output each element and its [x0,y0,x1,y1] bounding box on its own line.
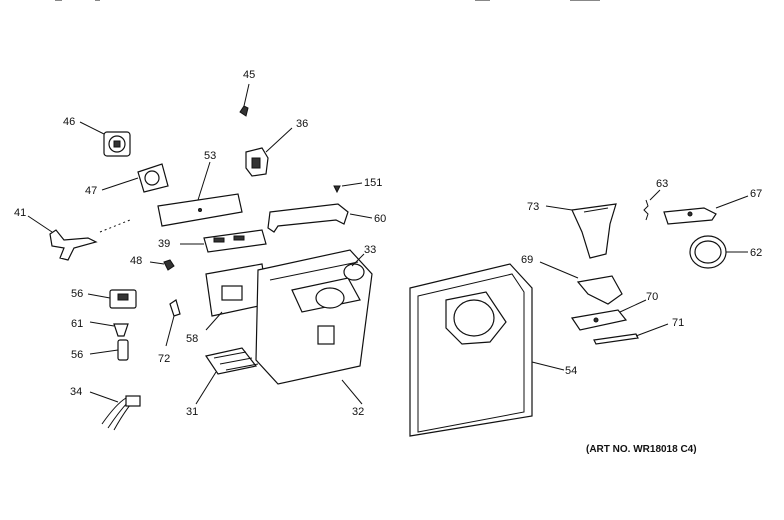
part-34-wire-harness: 34 [70,386,141,431]
part-56b-connector: 56 [71,339,129,361]
label-32: 32 [352,406,364,418]
part-60-handle: 60 [267,203,386,233]
label-45: 45 [243,69,255,81]
part-45-clip: 45 [239,69,255,117]
part-31-drip-tray: 31 [186,347,259,418]
part-69-flap: 69 [521,254,623,305]
part-32-dispenser-housing: 32 [255,249,373,418]
label-67: 67 [750,188,762,200]
label-70: 70 [646,291,658,303]
label-151: 151 [364,177,382,189]
label-46: 46 [63,116,75,128]
label-61: 61 [71,318,83,330]
label-41: 41 [14,207,26,219]
part-33-auger-motor: 33 [351,244,376,267]
part-47-bracket: 47 [85,163,169,197]
label-48: 48 [130,255,142,267]
label-62: 62 [750,247,762,259]
label-63: 63 [656,178,668,190]
part-54-door-panel: 54 [409,263,577,437]
label-53: 53 [204,150,216,162]
label-72: 72 [158,353,170,365]
part-71-rod: 71 [593,317,684,345]
label-47: 47 [85,185,97,197]
label-39: 39 [158,238,170,250]
part-70-actuator-arm: 70 [570,291,658,331]
part-41-actuator: 41 [14,207,131,261]
part-39-control-board: 39 [158,229,267,253]
part-48-nut: 48 [130,255,175,271]
label-58: 58 [186,333,198,345]
part-73-chute: 73 [527,201,617,259]
label-31: 31 [186,406,198,418]
label-34: 34 [70,386,82,398]
label-56a: 56 [71,288,83,300]
label-56b: 56 [71,349,83,361]
label-54: 54 [565,365,577,377]
part-67-bracket: 67 [663,188,762,225]
part-46-knob: 46 [63,116,131,157]
part-36-switch: 36 [245,118,308,177]
label-36: 36 [296,118,308,130]
art-number: (ART NO. WR18018 C4) [586,444,697,455]
part-53-plate: 53 [157,150,243,227]
part-72-clip: 72 [158,299,181,365]
label-73: 73 [527,201,539,213]
part-63-spring: 63 [643,178,668,221]
part-151-screw: 151 [333,177,382,194]
label-71: 71 [672,317,684,329]
part-58-housing: 58 [186,263,269,345]
part-62-ring: 62 [689,235,762,269]
part-61-valve: 61 [71,318,129,337]
label-60: 60 [374,213,386,225]
label-33: 33 [364,244,376,256]
part-56a-relay: 56 [71,288,137,309]
label-69: 69 [521,254,533,266]
